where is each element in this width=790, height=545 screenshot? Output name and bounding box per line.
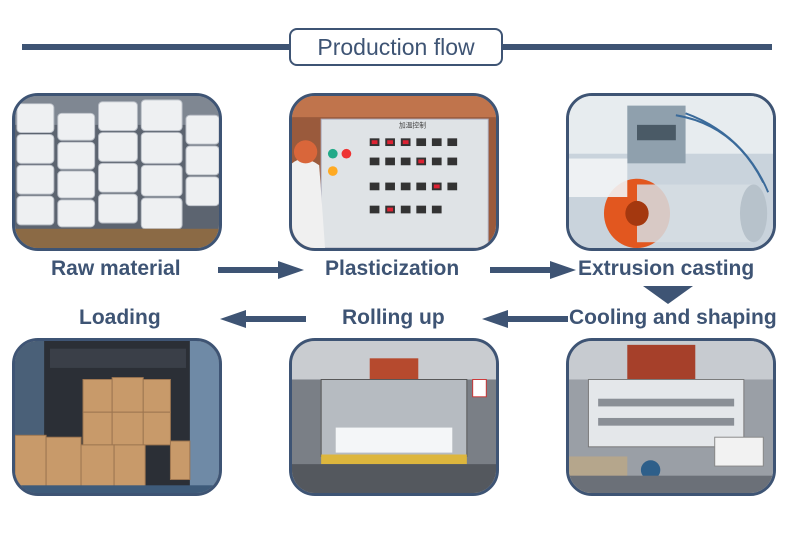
arrow-left-2-icon bbox=[220, 310, 306, 328]
arrow-right-2-icon bbox=[490, 261, 576, 279]
svg-text:加温控制: 加温控制 bbox=[399, 121, 426, 130]
header-line-right bbox=[502, 44, 772, 50]
step-raw-material: Raw material bbox=[51, 257, 181, 280]
page-title: Production flow bbox=[289, 28, 503, 66]
cooling-shaping-photo bbox=[566, 338, 776, 496]
step-plasticization: Plasticization bbox=[325, 257, 460, 280]
raw-material-photo bbox=[12, 93, 222, 251]
step-rolling-up: Rolling up bbox=[342, 306, 445, 329]
arrow-left-1-icon bbox=[482, 310, 568, 328]
step-extrusion-casting: Extrusion casting bbox=[578, 257, 755, 280]
step-loading: Loading bbox=[79, 306, 161, 329]
plasticization-photo: 加温控制 bbox=[289, 93, 499, 251]
arrow-down-icon bbox=[643, 286, 693, 304]
extrusion-casting-photo bbox=[566, 93, 776, 251]
header-line-left bbox=[22, 44, 290, 50]
step-cooling-shaping: Cooling and shaping bbox=[569, 306, 777, 329]
arrow-right-1-icon bbox=[218, 261, 304, 279]
loading-photo bbox=[12, 338, 222, 496]
rolling-up-photo bbox=[289, 338, 499, 496]
